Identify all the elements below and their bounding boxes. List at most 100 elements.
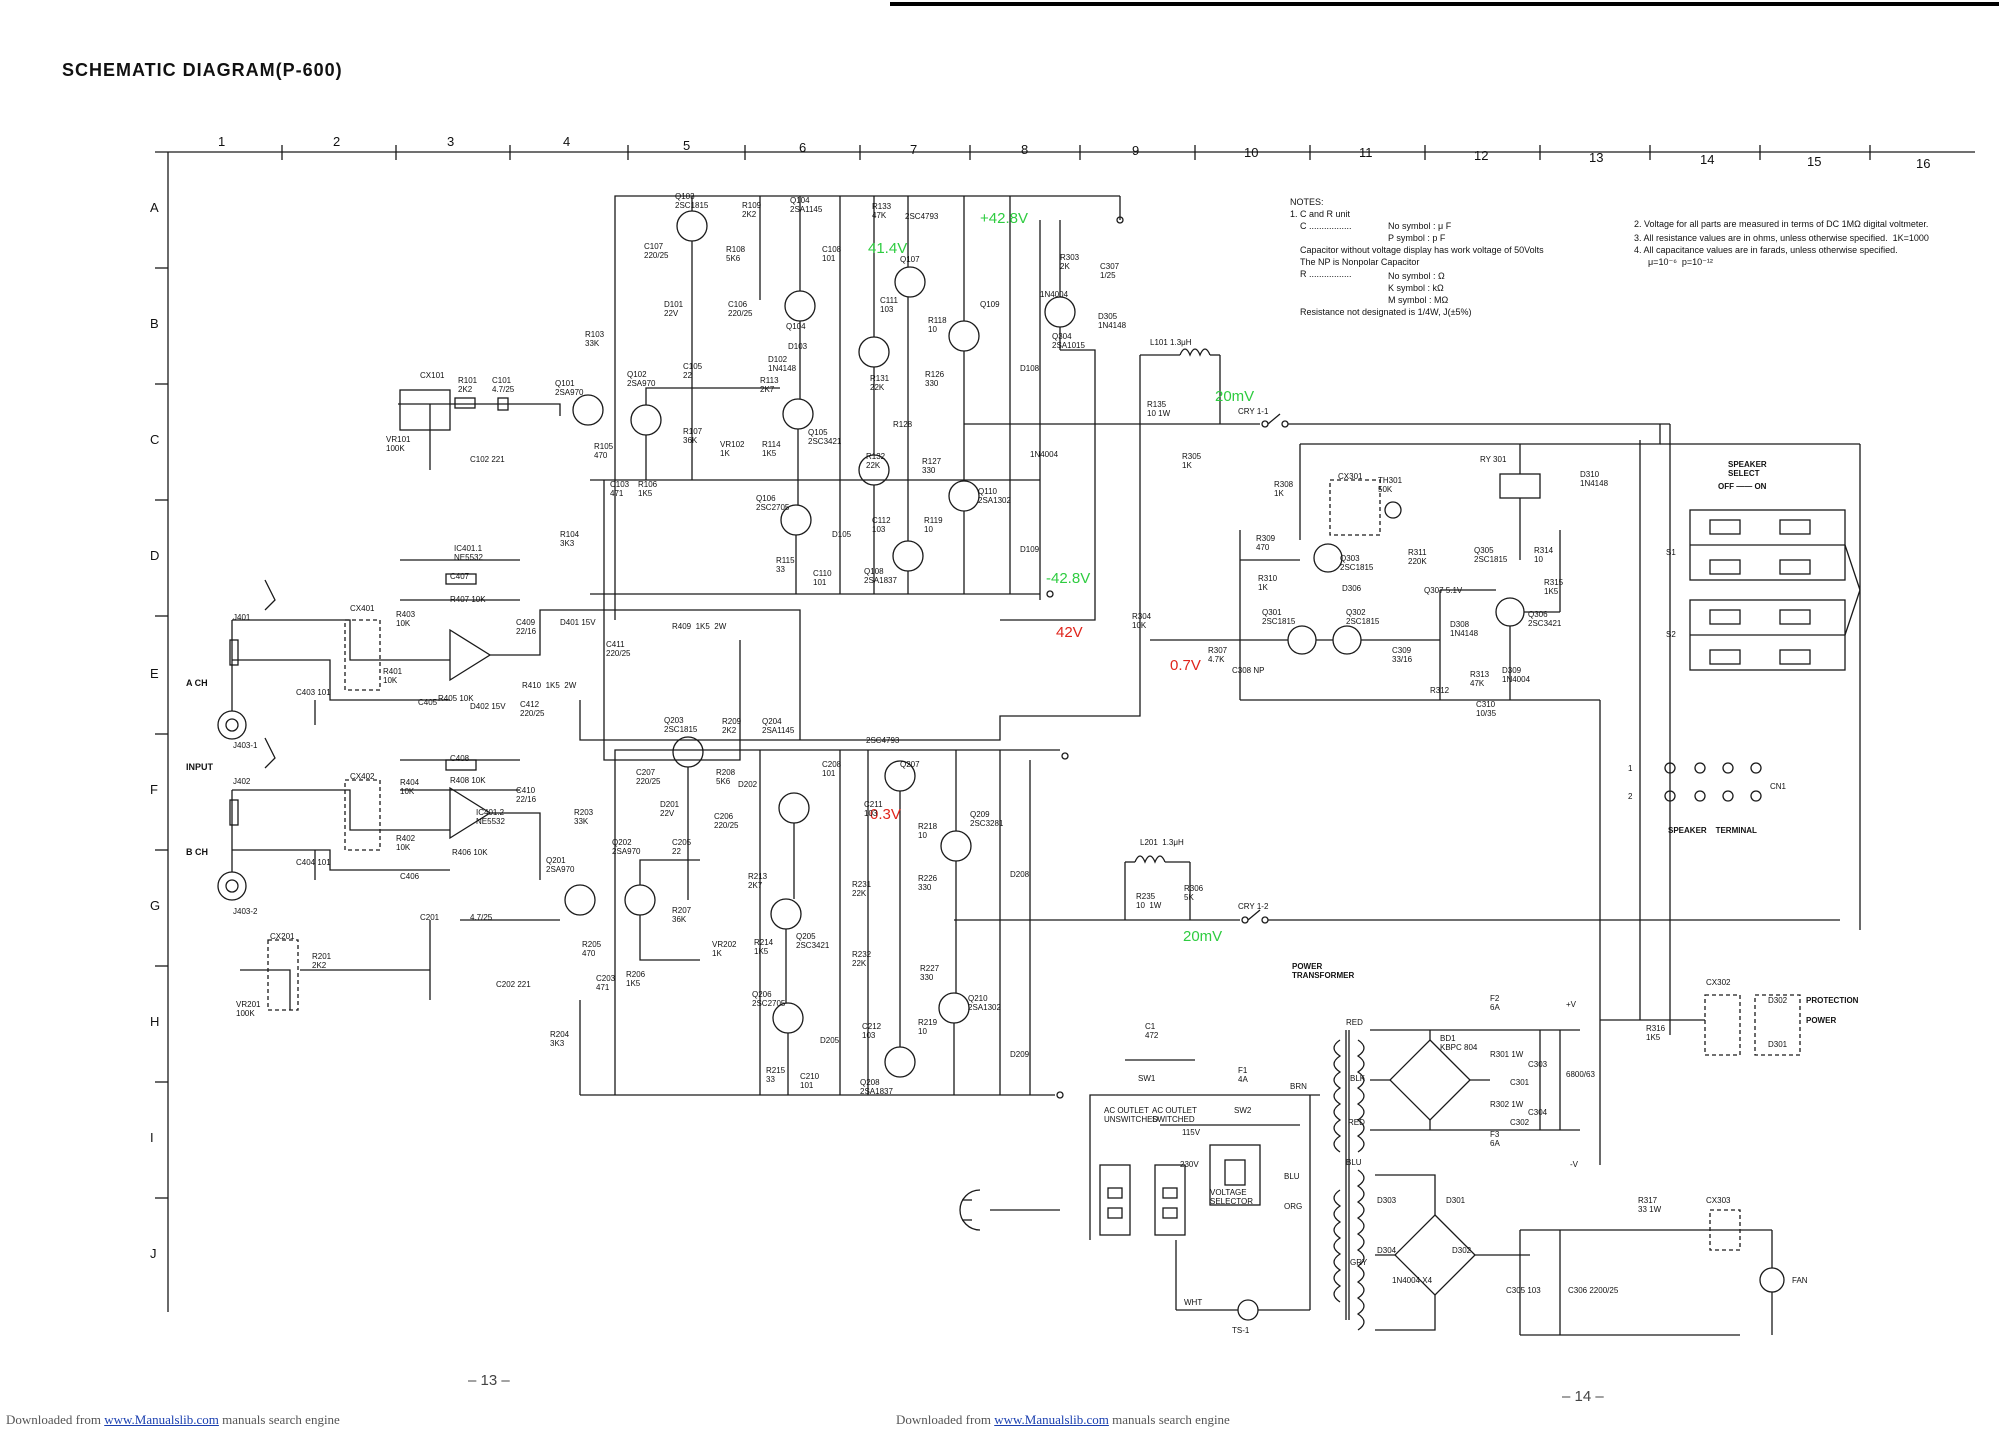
component-label: D202: [738, 780, 758, 789]
col-label: 9: [1132, 143, 1140, 158]
component-label: Q103 2SC1815: [675, 192, 709, 210]
component-label: C412 220/25: [520, 700, 545, 718]
component-label: D208: [1010, 870, 1030, 879]
component-label: CX101: [420, 371, 445, 380]
row-label: C: [150, 432, 160, 447]
component-label: F2 6A: [1490, 994, 1500, 1012]
row-label: G: [150, 898, 161, 913]
component-label: CX401: [350, 604, 375, 613]
notes-line: 4. All capacitance values are in farads,…: [1634, 245, 1898, 255]
notes-line: M symbol : MΩ: [1388, 295, 1449, 305]
speaker-select-label: SPEAKER SELECT: [1728, 460, 1767, 478]
component-label: Q207: [900, 760, 920, 769]
voltage-q107: 41.4V: [868, 240, 908, 257]
component-label: Q105 2SC3421: [808, 428, 842, 446]
col-label: 14: [1700, 152, 1715, 167]
component-label: CRY 1-2: [1238, 902, 1269, 911]
component-label: R106 1K5: [638, 480, 658, 498]
manualslib-link[interactable]: www.Manualslib.com: [104, 1412, 219, 1427]
notes-line: The NP is Nonpolar Capacitor: [1300, 257, 1420, 267]
component-label: Q307 5.1V: [1424, 586, 1463, 595]
voltage-42v: 42V: [1056, 624, 1083, 641]
component-label: Q205 2SC3421: [796, 932, 830, 950]
component-label: C408: [450, 754, 470, 763]
component-label: C212 103: [862, 1022, 882, 1040]
component-label: SW1: [1138, 1074, 1156, 1083]
col-label: 3: [447, 134, 455, 149]
component-label: R109 2K2: [742, 201, 762, 219]
col-label: 6: [799, 140, 807, 155]
component-label: 1N4004 X4: [1392, 1276, 1433, 1285]
component-label: R206 1K5: [626, 970, 646, 988]
a-ch-label: A CH: [186, 678, 208, 688]
input-label: INPUT: [186, 762, 213, 772]
component-label: SW2: [1234, 1106, 1252, 1115]
component-label: C102 221: [470, 455, 505, 464]
jack-label: J401: [233, 613, 251, 622]
row-label: A: [150, 200, 159, 215]
component-label: R131 22K: [870, 374, 890, 392]
component-label: Q305 2SC1815: [1474, 546, 1508, 564]
manualslib-link[interactable]: www.Manualslib.com: [994, 1412, 1109, 1427]
footer-text: manuals search engine: [218, 1412, 340, 1427]
component-label: D209: [1010, 1050, 1030, 1059]
component-label: R126 330: [925, 370, 945, 388]
component-label: D302: [1452, 1246, 1472, 1255]
wire-color: GRY: [1350, 1258, 1368, 1267]
component-label: D103: [788, 342, 808, 351]
component-label: TS-1: [1232, 1326, 1250, 1335]
component-label: R404 10K: [400, 778, 420, 796]
component-label: Q104 2SA1145: [790, 196, 823, 214]
component-label: R207 36K: [672, 906, 692, 924]
col-label: 4: [563, 134, 571, 149]
rail-label: +V: [1566, 1000, 1577, 1009]
component-label: R118 10: [928, 316, 947, 334]
component-label: D109: [1020, 545, 1040, 554]
voltage-q211: 0.3V: [870, 806, 901, 823]
col-label: 5: [683, 138, 691, 153]
component-label: C107 220/25: [644, 242, 669, 260]
notes-line: R .................: [1300, 269, 1352, 279]
component-label: 4.7/25: [470, 913, 493, 922]
notes-line: 3. All resistance values are in ohms, un…: [1634, 233, 1929, 243]
component-label: TH301 50K: [1378, 476, 1403, 494]
component-label: R105 470: [594, 442, 614, 460]
component-label: R214 1K5: [754, 938, 774, 956]
component-label: Q102 2SA970: [627, 370, 656, 388]
wire-color: WHT: [1184, 1298, 1203, 1307]
voltage-20mv-top: 20mV: [1215, 388, 1255, 405]
component-label: D302: [1768, 996, 1788, 1005]
component-label: F3 6A: [1490, 1130, 1500, 1148]
component-label: D309 1N4004: [1502, 666, 1531, 684]
notes-line: 2. Voltage for all parts are measured in…: [1634, 219, 1929, 229]
power-label: POWER: [1806, 1016, 1837, 1025]
component-label: IC401.2 NE5532: [476, 808, 505, 826]
speaker-terminal-label: SPEAKER TERMINAL: [1668, 826, 1757, 835]
component-label: C108 101: [822, 245, 842, 263]
component-label: Q201 2SA970: [546, 856, 575, 874]
component-label: R310 1K: [1258, 574, 1278, 592]
b-ch-label: B CH: [186, 847, 208, 857]
component-label: R114 1K5: [762, 440, 781, 458]
component-label: L201 1.3μH: [1140, 838, 1184, 847]
component-label: R231 22K: [852, 880, 872, 898]
row-label: D: [150, 548, 160, 563]
component-label: Q306 2SC3421: [1528, 610, 1562, 628]
component-label: R406 10K: [452, 848, 488, 857]
component-label: D304: [1377, 1246, 1397, 1255]
component-label: Q304 2SA1015: [1052, 332, 1085, 350]
wire-color: BLU: [1284, 1172, 1300, 1181]
component-label: C112 103: [872, 516, 891, 534]
voltage-minus-rail: -42.8V: [1046, 570, 1091, 587]
notes-line: K symbol : kΩ: [1388, 283, 1444, 293]
component-label: Q106 2SC2705: [756, 494, 790, 512]
component-label: R232 22K: [852, 950, 872, 968]
component-label: C304: [1528, 1108, 1548, 1117]
component-label: D101 22V: [664, 300, 684, 318]
component-label: C404 101: [296, 858, 331, 867]
component-label: D402 15V: [470, 702, 506, 711]
component-label: D310 1N4148: [1580, 470, 1609, 488]
component-label: CX303: [1706, 1196, 1731, 1205]
component-label: R219 10: [918, 1018, 938, 1036]
